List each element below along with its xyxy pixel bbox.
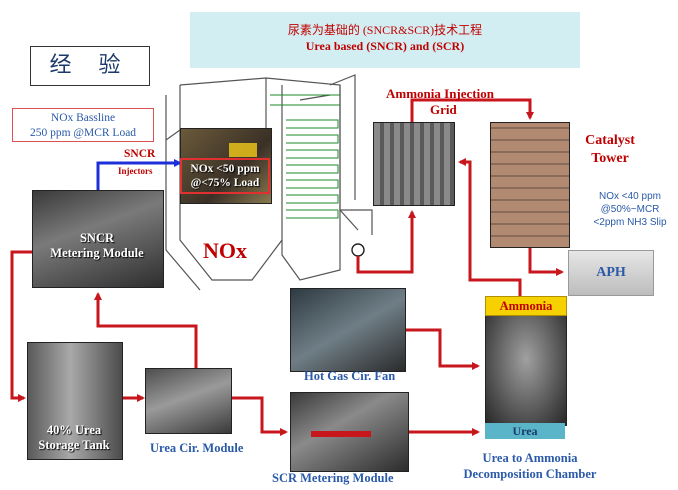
title-en: Urea based (SNCR) and (SCR)	[305, 39, 465, 53]
arrow-grid-to-catalyst	[410, 98, 534, 122]
decomposition-label: Urea to Ammonia Decomposition Chamber	[455, 450, 605, 482]
arrow-fan-to-decomp	[404, 328, 480, 370]
catalyst-line1: Catalyst	[585, 133, 635, 148]
injectors-label: Injectors	[118, 166, 153, 176]
experience-label: 经 验	[30, 46, 150, 86]
sncr-metering-line2: Metering Module	[50, 246, 144, 260]
furnace-nox-line1: NOx <50 ppm	[190, 163, 260, 175]
urea-circ-label: Urea Cir. Module	[150, 441, 244, 455]
baseline-box: NOx Bassline 250 ppm @MCR Load	[12, 108, 154, 142]
arrow-catalyst-to-aph	[528, 248, 564, 276]
urea-tag: Urea	[485, 423, 565, 439]
urea-circ-photo	[145, 368, 232, 434]
nox-big-label: NOx	[203, 238, 247, 263]
storage-line2: Storage Tank	[38, 438, 110, 452]
arrow-decomp-to-grid	[458, 158, 522, 296]
urea-storage-label: 40% Urea Storage Tank	[27, 423, 121, 453]
injector-equipment-icon	[229, 143, 257, 157]
sncr-injector-arrow	[96, 159, 182, 192]
sncr-metering-photo	[32, 190, 164, 288]
scr-metering-label: SCR Metering Module	[272, 471, 394, 485]
title-cn: 尿素为基础的 (SNCR&SCR)技术工程	[287, 23, 483, 37]
furnace-nox-line2: @<75% Load	[190, 177, 260, 189]
hot-gas-fan-label: Hot Gas Cir. Fan	[304, 369, 396, 383]
arrow-metering-to-storage	[10, 250, 32, 402]
decomp-line2: Decomposition Chamber	[463, 467, 597, 481]
boiler-duct-outline	[165, 74, 373, 291]
catalyst-tower-photo	[490, 122, 570, 248]
urea-storage-photo	[27, 342, 123, 460]
baseline-line2: 250 ppm @MCR Load	[29, 127, 137, 139]
scr-result-text: NOx <40 ppm @50%~MCR <2ppm NH3 Slip	[588, 190, 672, 229]
sncr-metering-label: SNCR Metering Module	[32, 231, 162, 261]
heat-exchanger-pipes	[270, 94, 340, 219]
injection-grid-photo	[373, 122, 455, 206]
furnace-nox-text: NOx <50 ppm @<75% Load	[180, 162, 270, 190]
hot-gas-fan-photo	[290, 288, 406, 372]
sncr-metering-line1: SNCR	[79, 231, 115, 245]
storage-line1: 40% Urea	[46, 423, 102, 437]
decomp-line1: Urea to Ammonia	[482, 451, 578, 465]
scr-result-line1: NOx <40 ppm	[599, 191, 661, 202]
ammonia-tag: Ammonia	[485, 296, 567, 316]
ammonia-injection-line2: Grid	[430, 102, 457, 117]
baseline-line1: NOx Bassline	[50, 112, 116, 124]
scr-result-line3: <2ppm NH3 Slip	[593, 217, 667, 228]
scr-result-line2: @50%~MCR	[600, 204, 660, 215]
catalyst-tower-label: Catalyst Tower	[579, 132, 641, 168]
scr-metering-photo	[290, 392, 409, 472]
nox-result-highlight	[180, 158, 270, 194]
ammonia-injection-line1: Ammonia Injection	[386, 86, 494, 101]
arrow-circ-to-scr-metering	[230, 396, 288, 436]
arrow-circ-to-metering	[94, 292, 198, 372]
aph-box: APH	[568, 250, 654, 296]
decomposition-chamber-photo	[485, 314, 567, 426]
arrow-duct-to-grid	[356, 210, 416, 274]
sncr-label: SNCR	[124, 148, 156, 160]
catalyst-line2: Tower	[591, 151, 629, 166]
red-valve-icon	[311, 431, 371, 437]
title-banner: 尿素为基础的 (SNCR&SCR)技术工程 Urea based (SNCR) …	[190, 12, 580, 68]
